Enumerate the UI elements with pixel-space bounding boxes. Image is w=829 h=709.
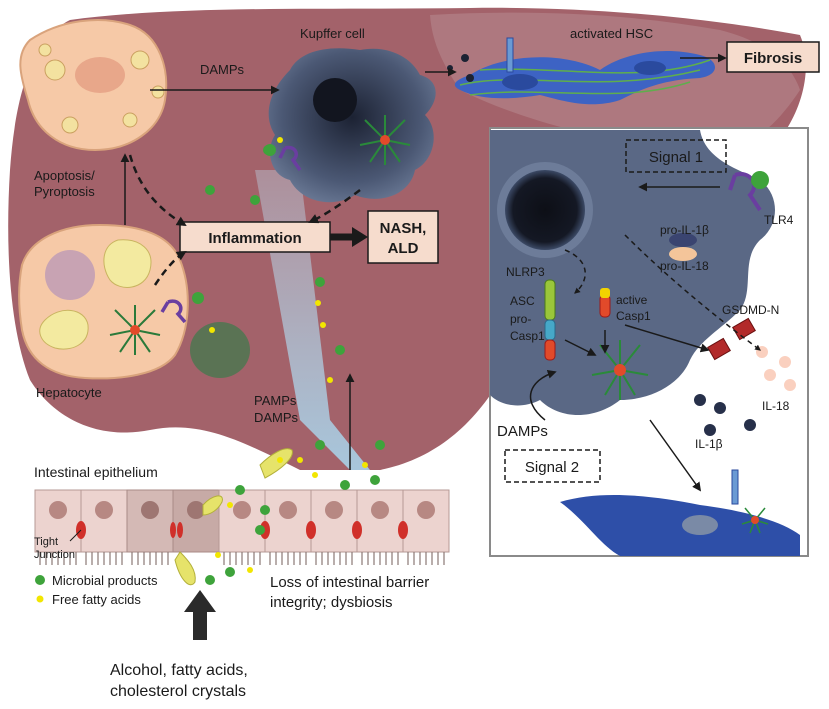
fibrosis-box	[726, 41, 820, 73]
inflammation-label: Inflammation	[208, 230, 301, 247]
nash-label: NASH,	[380, 220, 427, 237]
damps-mid-label: DAMPs	[254, 410, 299, 425]
hepatocyte-cell	[18, 223, 189, 380]
liver-particles	[205, 137, 345, 383]
inset-damps-label: DAMPs	[497, 423, 548, 440]
inflammation-box	[179, 221, 331, 253]
hepatocyte-receptor-icon	[160, 292, 204, 324]
intestinal-epithelium-label: Intestinal epithelium	[34, 464, 158, 480]
ffa-legend-dot	[36, 595, 44, 603]
pyroptosis-label: Pyroptosis	[34, 184, 95, 199]
tight-label: Tight	[34, 536, 58, 548]
pamps-label: PAMPs	[254, 393, 297, 408]
kupffer-cell	[268, 48, 436, 203]
signal1-box	[625, 139, 727, 173]
activated-hsc-label: activated HSC	[570, 26, 653, 41]
signal2-damps-arrow	[529, 369, 557, 421]
dashed-kupffer-inflammation	[308, 188, 361, 224]
gut-particles	[205, 440, 385, 585]
casp1-label: Casp1	[510, 329, 545, 343]
gsdmd-label: GSDMD-N	[722, 303, 779, 317]
nash-ald-box	[367, 210, 439, 264]
loss-barrier-label-1: Loss of intestinal barrier	[270, 574, 429, 591]
kupffer-cell-label: Kupffer cell	[300, 26, 365, 41]
tlr4-label: TLR4	[764, 213, 794, 227]
dashed-hepatocyte-inflammation	[153, 250, 187, 286]
il1b-label: IL-1β	[695, 437, 723, 451]
nlrp3-dashed-arrow	[564, 249, 586, 294]
signal1-label: Signal 1	[649, 149, 703, 166]
junction-label: Junction	[34, 549, 75, 561]
pro-il18-label: pro-IL-18	[660, 259, 709, 273]
il-release-dashed-arrow	[624, 234, 761, 351]
fibrosis-label: Fibrosis	[744, 50, 802, 67]
apoptotic-hepatocyte	[19, 19, 168, 152]
active-casp1-label: Casp1	[616, 309, 651, 323]
pro-label: pro-	[510, 312, 531, 326]
asc-label: ASC	[510, 294, 535, 308]
il18-label: IL-18	[762, 399, 790, 413]
gsdmd-arrow	[624, 324, 710, 353]
apoptosis-label: Apoptosis/	[34, 168, 95, 183]
microbial-legend-dot	[35, 575, 45, 585]
alcohol-label-2: cholesterol crystals	[110, 683, 246, 700]
damps-top-label: DAMPs	[200, 62, 245, 77]
pro-il1b-label: pro-IL-1β	[660, 223, 709, 237]
inflammasome-inset	[489, 127, 809, 557]
loss-barrier-label-2: integrity; dysbiosis	[270, 594, 393, 611]
active-label: active	[616, 293, 648, 307]
signal2-label: Signal 2	[525, 459, 579, 476]
free-fatty-acids-label: Free fatty acids	[52, 592, 141, 607]
ald-label: ALD	[388, 240, 419, 257]
hsc-activation-arrow	[649, 419, 702, 492]
alcohol-label-1: Alcohol, fatty acids,	[110, 662, 248, 679]
activated-hsc-cell	[447, 37, 715, 105]
hepatocyte-label: Hepatocyte	[36, 385, 102, 400]
microbial-products-label: Microbial products	[52, 573, 158, 588]
nlrp3-label: NLRP3	[506, 265, 545, 279]
alcohol-input-arrow	[184, 590, 216, 640]
assembly-arrow	[564, 339, 597, 356]
intestinal-epithelium	[34, 448, 450, 586]
dashed-apoptosis-inflammation	[128, 154, 187, 227]
